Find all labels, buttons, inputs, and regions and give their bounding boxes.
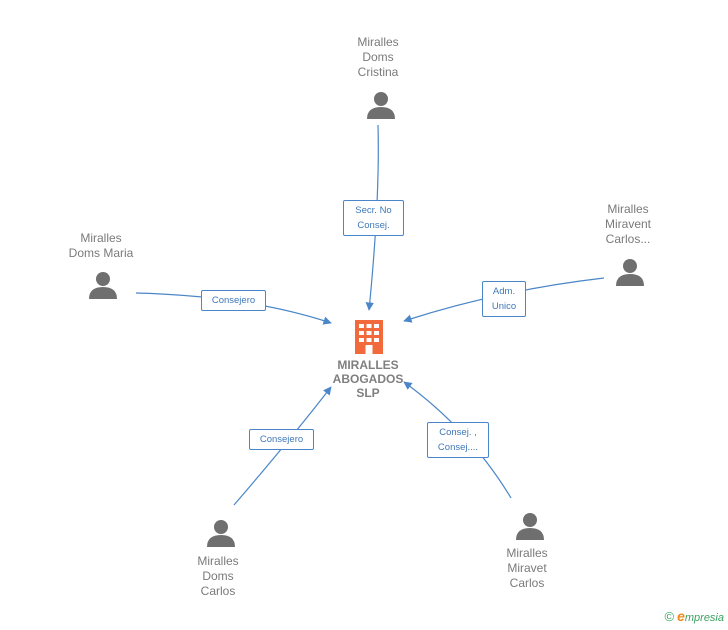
person-name-line: Miravet <box>507 561 547 575</box>
role-label-left[interactable]: Consejero <box>201 290 266 311</box>
person-name-line: Miralles <box>197 554 239 568</box>
company-name-line: MIRALLES <box>337 358 399 372</box>
person-icon[interactable] <box>515 511 545 541</box>
role-line: Consejero <box>211 295 256 306</box>
person-name-top[interactable]: Miralles Doms Cristina <box>328 35 428 80</box>
person-name-bottom-right[interactable]: Miralles Miravet Carlos <box>477 546 577 591</box>
brand-name: mpresia <box>684 612 724 624</box>
person-name-line: Miralles <box>506 546 548 560</box>
person-name-line: Cristina <box>357 65 399 79</box>
role-label-bottom-right[interactable]: Consej. , Consej.... <box>427 422 489 458</box>
building-icon <box>355 320 383 354</box>
role-label-top[interactable]: Secr. No Consej. <box>343 200 404 236</box>
role-line: Secr. No <box>355 205 392 216</box>
person-icon[interactable] <box>366 90 396 120</box>
person-name-line: Carlos <box>509 576 545 590</box>
person-name-line: Miralles <box>357 35 399 49</box>
role-line: Unico <box>491 301 517 312</box>
copyright-symbol: © <box>664 609 675 624</box>
role-line: Consej. , <box>439 427 477 438</box>
role-line: Consejero <box>259 434 304 445</box>
company-name[interactable]: MIRALLES ABOGADOS SLP <box>318 358 418 400</box>
person-name-line: Doms <box>362 50 394 64</box>
company-name-line: ABOGADOS <box>332 372 404 386</box>
role-label-bottom-left[interactable]: Consejero <box>249 429 314 450</box>
person-name-left[interactable]: Miralles Doms Maria <box>51 231 151 261</box>
brand-footer[interactable]: ©empresia <box>664 608 724 624</box>
role-label-right[interactable]: Adm. Unico <box>482 281 526 317</box>
role-line: Adm. <box>492 286 516 297</box>
role-line: Consej.... <box>437 442 479 453</box>
person-name-line: Doms Maria <box>68 246 134 260</box>
person-icon[interactable] <box>615 257 645 287</box>
brand-initial: e <box>677 608 685 624</box>
person-name-line: Miralles <box>80 231 122 245</box>
person-name-line: Carlos... <box>605 232 651 246</box>
person-icon[interactable] <box>88 270 118 300</box>
person-name-bottom-left[interactable]: Miralles Doms Carlos <box>168 554 268 599</box>
company-name-line: SLP <box>356 386 380 400</box>
person-name-line: Miravent <box>604 217 651 231</box>
role-line: Consej. <box>357 220 390 231</box>
person-icon[interactable] <box>206 518 236 548</box>
person-name-line: Doms <box>202 569 234 583</box>
person-name-line: Miralles <box>607 202 649 216</box>
person-name-line: Carlos <box>200 584 236 598</box>
person-name-right[interactable]: Miralles Miravent Carlos... <box>578 202 678 247</box>
